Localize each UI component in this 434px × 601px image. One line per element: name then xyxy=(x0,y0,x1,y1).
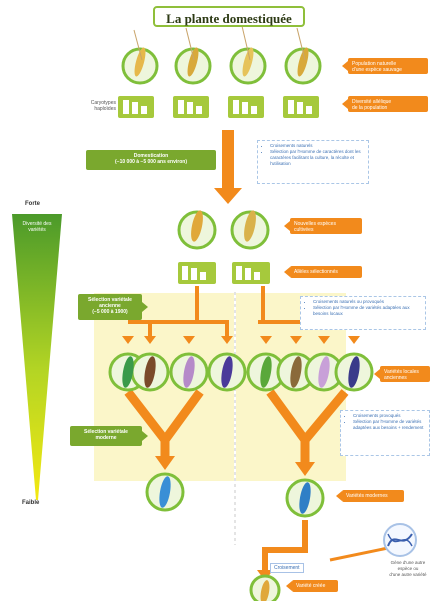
cultivated-species-box: Nouvelles espèces cultivées xyxy=(284,218,362,234)
karyotype-boxes-middle xyxy=(178,262,270,284)
karyotype-label: Caryotypes haploïdes xyxy=(90,100,116,112)
diversity-strong-label: Forte xyxy=(25,201,40,207)
dna-icon xyxy=(383,523,417,557)
note-item: Sélection par l'Homme de caractères dont… xyxy=(270,149,364,167)
note-item: Sélection par l'Homme de variétés adapté… xyxy=(313,305,421,317)
cultivated-species-circles xyxy=(177,210,270,250)
transgene-label: Gène d'une autre espèce ou d'une autre v… xyxy=(389,560,427,577)
wild-population-circles xyxy=(121,25,322,85)
selected-alleles-box: Allèles sélectionnés xyxy=(284,266,362,278)
note-domestication: Croisements naturels Sélection par l'Hom… xyxy=(257,140,369,184)
crossing-label: Croisement xyxy=(270,563,304,573)
modern-varieties-box: Variétés modernes xyxy=(336,490,404,502)
note-old-selection: Croisements naturels ou provoqués Sélect… xyxy=(300,296,426,330)
created-variety-box: Variété créée xyxy=(286,580,338,592)
modern-selection-label: Sélection variétale moderne xyxy=(70,426,148,446)
old-varieties-circles xyxy=(108,352,374,392)
wild-population-box: Population naturelle d'une espèce sauvag… xyxy=(342,58,428,74)
diagram-title: La plante domestiquée xyxy=(153,6,305,27)
diversity-weak-label: Faible xyxy=(22,500,40,506)
note-modern-selection: Croisements provoqués Sélection par l'Ho… xyxy=(340,410,430,456)
domestication-label: Domestication (−10 000 à −5 000 ans envi… xyxy=(86,150,216,170)
local-varieties-box: Variétés locales anciennes xyxy=(374,366,430,382)
note-item: Sélection par l'Homme de variétés adapté… xyxy=(353,419,425,431)
note-item: Croisements provoqués xyxy=(353,413,425,419)
allelic-diversity-box: Diversité allélique de la population xyxy=(342,96,428,112)
note-item: Croisements naturels xyxy=(270,143,364,149)
note-item: Croisements naturels ou provoqués xyxy=(313,299,421,305)
diversity-wedge xyxy=(12,214,62,500)
old-selection-label: Sélection variétale ancienne (−5 000 à 1… xyxy=(78,294,148,320)
modern-varieties-circles xyxy=(145,472,325,601)
karyotype-boxes-top xyxy=(118,96,319,118)
diversity-label: Diversité des variétés xyxy=(22,221,52,233)
